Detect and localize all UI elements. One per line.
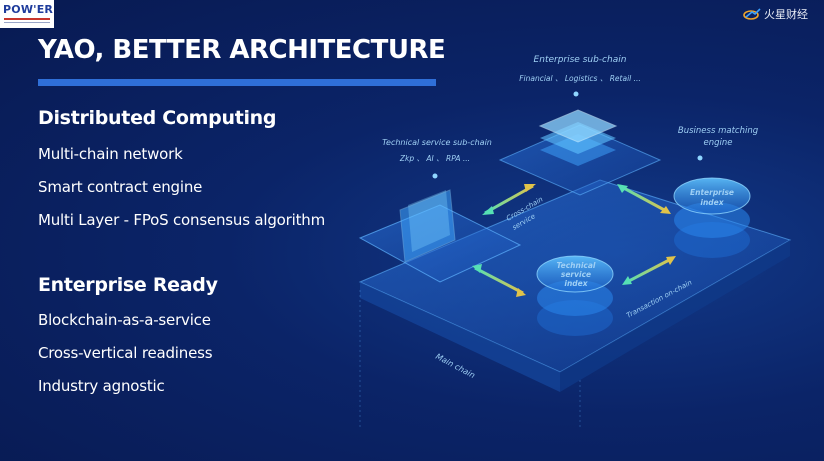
power-logo: POW'ER: [0, 0, 54, 28]
enterprise-index-label-2: index: [700, 198, 724, 207]
feature-item: Multi-chain network: [38, 145, 183, 163]
title-underline: [38, 79, 436, 86]
page-title: YAO, BETTER ARCHITECTURE: [38, 35, 446, 65]
fire-wealth-logo-icon: [743, 8, 761, 20]
logo-divider: [4, 18, 50, 20]
mars-finance-text: 火星财经: [764, 8, 808, 21]
technical-subchain-label: Technical service sub-chain: [382, 138, 492, 147]
enterprise-subchain-label: Enterprise sub-chain: [534, 55, 627, 65]
technical-index-label-2: service: [561, 270, 591, 279]
section-heading-enterprise: Enterprise Ready: [38, 274, 218, 296]
logo-divider-thin: [4, 22, 50, 23]
feature-item: Cross-vertical readiness: [38, 344, 213, 362]
enterprise-subchain-stack: [498, 91, 662, 196]
feature-item: Multi Layer - FPoS consensus algorithm: [38, 211, 325, 229]
business-engine-label-1: Business matching: [678, 126, 759, 136]
mars-finance-logo: 火星财经: [743, 6, 808, 22]
feature-item: Industry agnostic: [38, 377, 165, 395]
technical-index-label-3: index: [564, 279, 588, 288]
power-logo-text: POW'ER: [3, 3, 54, 16]
feature-item: Smart contract engine: [38, 178, 203, 196]
section-heading-distributed: Distributed Computing: [38, 107, 277, 129]
business-engine-label-2: engine: [704, 138, 733, 148]
main-chain-label: Main chain: [434, 352, 476, 380]
feature-item: Blockchain-as-a-service: [38, 311, 211, 329]
technical-subchain-sub: Zkp 、 AI 、 RPA ...: [399, 154, 470, 163]
technical-subchain-plane: [358, 189, 522, 283]
enterprise-subchain-sub: Financial 、 Logistics 、 Retail ...: [519, 74, 641, 83]
technical-index-label-1: Technical: [556, 261, 595, 270]
enterprise-index-cylinder: [673, 155, 751, 258]
enterprise-index-label-1: Enterprise: [690, 188, 734, 197]
connection-arrows: [474, 184, 674, 295]
technical-index-cylinder: [536, 255, 614, 336]
